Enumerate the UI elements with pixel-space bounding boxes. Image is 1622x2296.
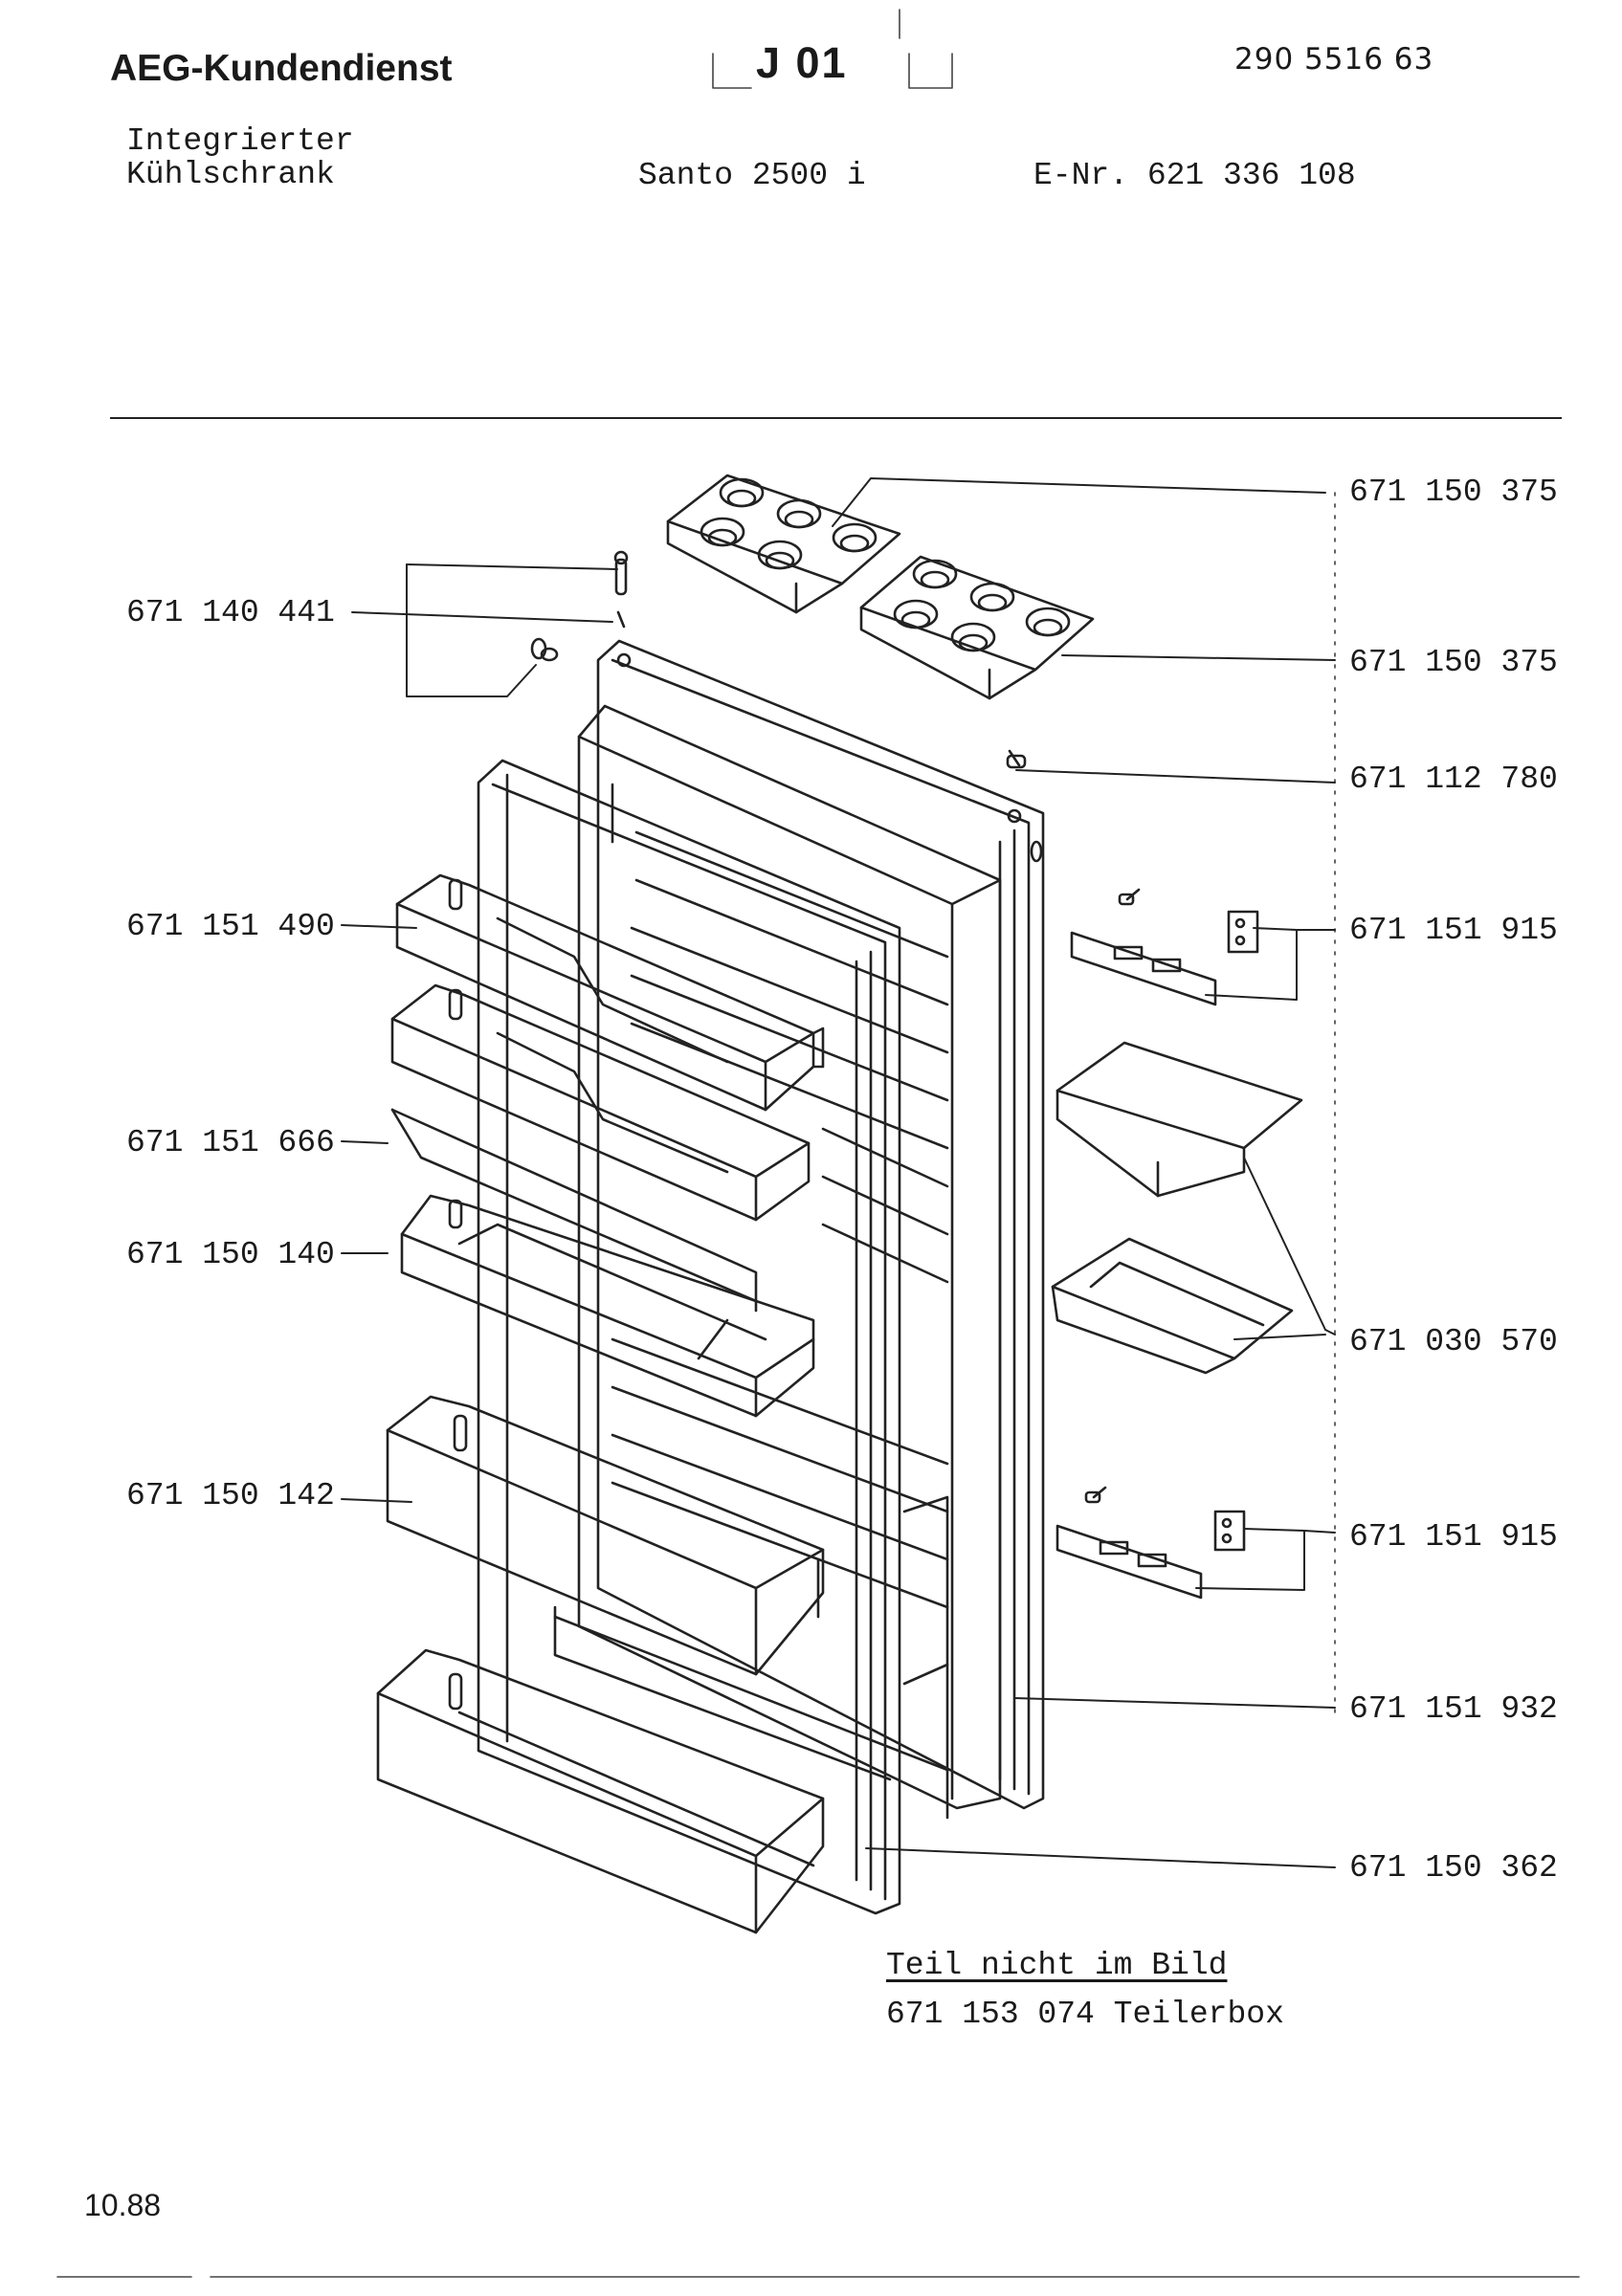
product-type-line-2: Kühlschrank [126,157,335,192]
screw-top-right [1006,749,1027,769]
page-code: J 01 [756,38,848,87]
hinge-bracket-lower [1055,1486,1246,1600]
part-label-hinge-bracket-upper: 671 151 915 [1349,913,1558,948]
part-label-egg-tray-2: 671 150 375 [1349,645,1558,680]
part-label-door-shelf: 671 150 140 [126,1237,335,1272]
egg-tray-lower [859,555,1095,700]
note-title: Teil nicht im Bild [886,1948,1228,1983]
part-label-hinge-bracket-lower: 671 151 915 [1349,1519,1558,1555]
egg-tray-upper [666,474,901,614]
model-name: Santo 2500 i [638,158,866,193]
door-rack-3 [386,1395,825,1676]
footer-date: 10.88 [84,2188,162,2222]
part-label-butter-compartment: 671 030 570 [1349,1324,1558,1359]
hinge-pin [530,550,629,662]
door-rack-2 [390,983,811,1313]
note-part: 671 153 074 Teilerbox [886,1997,1284,2032]
part-label-door-rack-2: 671 151 666 [126,1125,335,1160]
part-label-screw: 671 112 780 [1349,762,1558,797]
brand-title: AEG-Kundendienst [110,48,453,89]
part-label-door-gasket: 671 150 362 [1349,1850,1558,1886]
part-label-egg-tray-1: 671 150 375 [1349,475,1558,510]
door-rack-bottom [376,1648,825,1934]
part-label-inner-panel: 671 151 932 [1349,1691,1558,1727]
product-type: Integrierter Kühlschrank [126,124,354,191]
part-label-hinge-pin: 671 140 441 [126,595,335,630]
door-shelf-curved [400,1194,815,1418]
e-number: E-Nr. 621 336 108 [1033,158,1356,193]
leader-lines [341,477,1336,1868]
document-number: 290 5516 63 [1234,42,1434,77]
door-inner-panel [553,704,1002,1820]
door-rack-1 [395,873,825,1112]
part-label-door-rack-1: 671 151 490 [126,909,335,944]
door-frame [596,639,1045,1810]
hinge-bracket-upper [1070,888,1259,1006]
part-label-door-rack-3: 671 150 142 [126,1478,335,1513]
scan-marks [56,9,1580,2278]
butter-compartment [1051,1041,1303,1375]
product-type-line-1: Integrierter [126,123,354,159]
door-gasket [477,759,901,1915]
header-divider [110,417,1562,419]
